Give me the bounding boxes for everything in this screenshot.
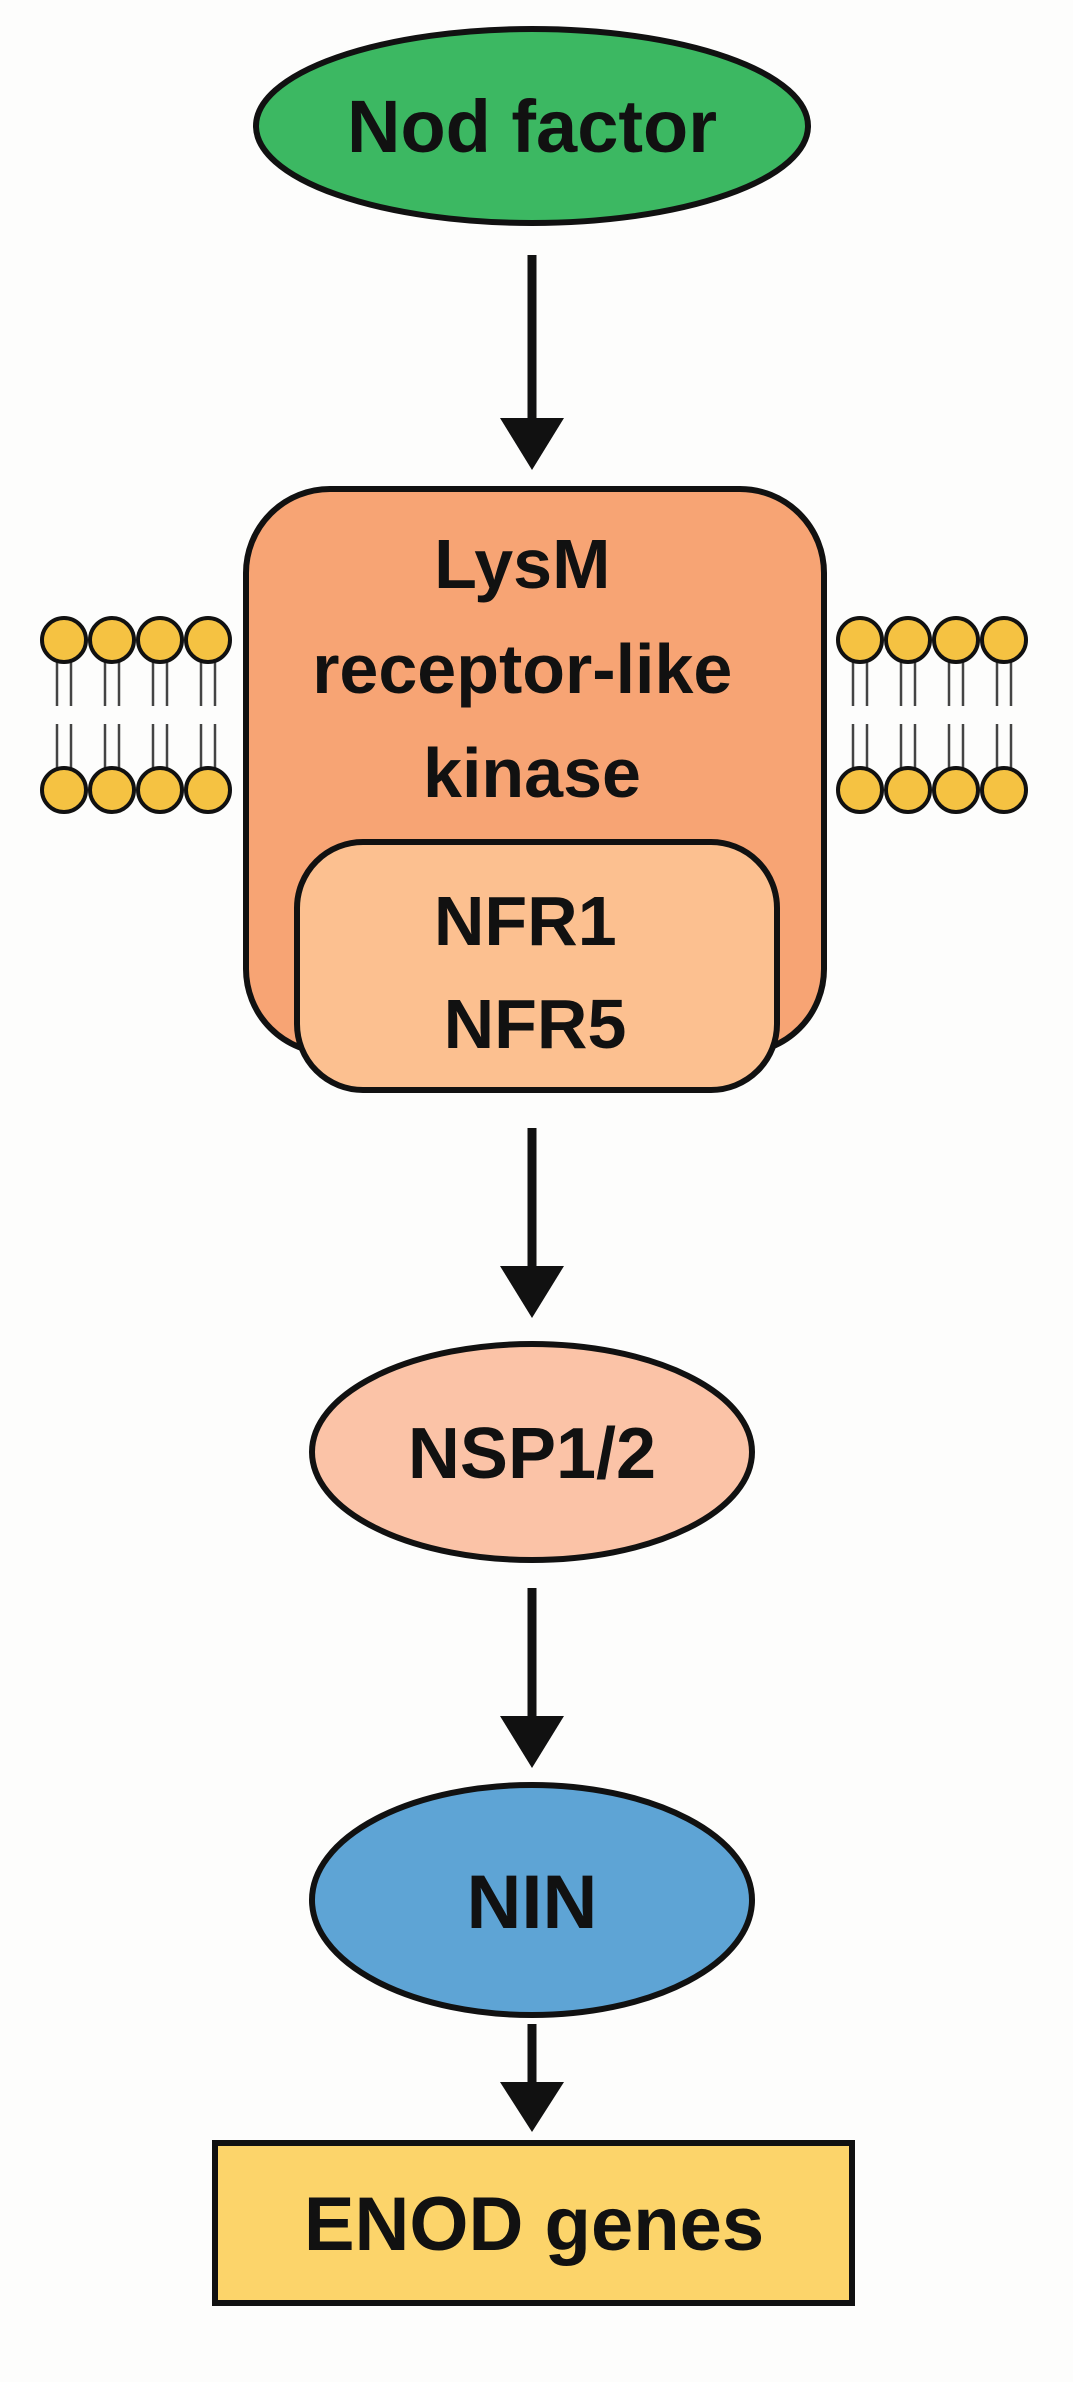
nod-factor-ellipse [253,26,811,226]
nin-node: NIN [309,1782,755,2018]
enod-genes-node: ENOD genes [212,2140,855,2306]
nfr-complex-box [294,839,780,1093]
lysm-receptor-label: LysM receptor-like kinase [312,525,752,812]
lipid-head [836,616,884,664]
membrane-bilayer-left [40,616,232,814]
lipid-head [836,766,884,814]
nsp-label: NSP1/2 [408,1414,656,1494]
nod-factor-node: Nod factor [253,26,811,226]
nin-ellipse [309,1782,755,2018]
lipid-head [980,616,1028,664]
lipid-head [932,616,980,664]
lipid-head [980,766,1028,814]
lipid-head [184,616,232,664]
lipid-head [88,616,136,664]
lipid-head [40,616,88,664]
nfr5-label: NFR5 [444,985,627,1063]
lysm-receptor-line-1: LysM [434,525,610,603]
lysm-receptor-line-3: kinase [423,734,641,812]
nfr-complex-node: NFR1 NFR5 [294,839,780,1093]
enod-genes-box [212,2140,855,2306]
lipid-head [184,766,232,814]
membrane-bilayer-right [836,616,1028,814]
nfr1-label: NFR1 [434,882,617,960]
nfr-complex-label: NFR1 NFR5 [434,882,636,1063]
lipid-head [884,616,932,664]
lipid-head [136,616,184,664]
lipid-head [40,766,88,814]
lipid-head [136,766,184,814]
arrow-receptor-to-nsp [500,1128,564,1318]
arrow-nsp-to-nin [500,1588,564,1768]
lysm-receptor-line-2: receptor-like [312,630,732,708]
enod-genes-label: ENOD genes [304,2182,764,2267]
nod-factor-label: Nod factor [347,85,717,168]
arrow-nin-to-enod [500,2024,564,2132]
lipid-head [884,766,932,814]
lipid-head [88,766,136,814]
arrow-nod-to-receptor [500,255,564,470]
lipid-head [932,766,980,814]
nsp-ellipse [309,1341,755,1563]
nsp-node: NSP1/2 [309,1341,755,1563]
nin-label: NIN [467,1860,598,1945]
